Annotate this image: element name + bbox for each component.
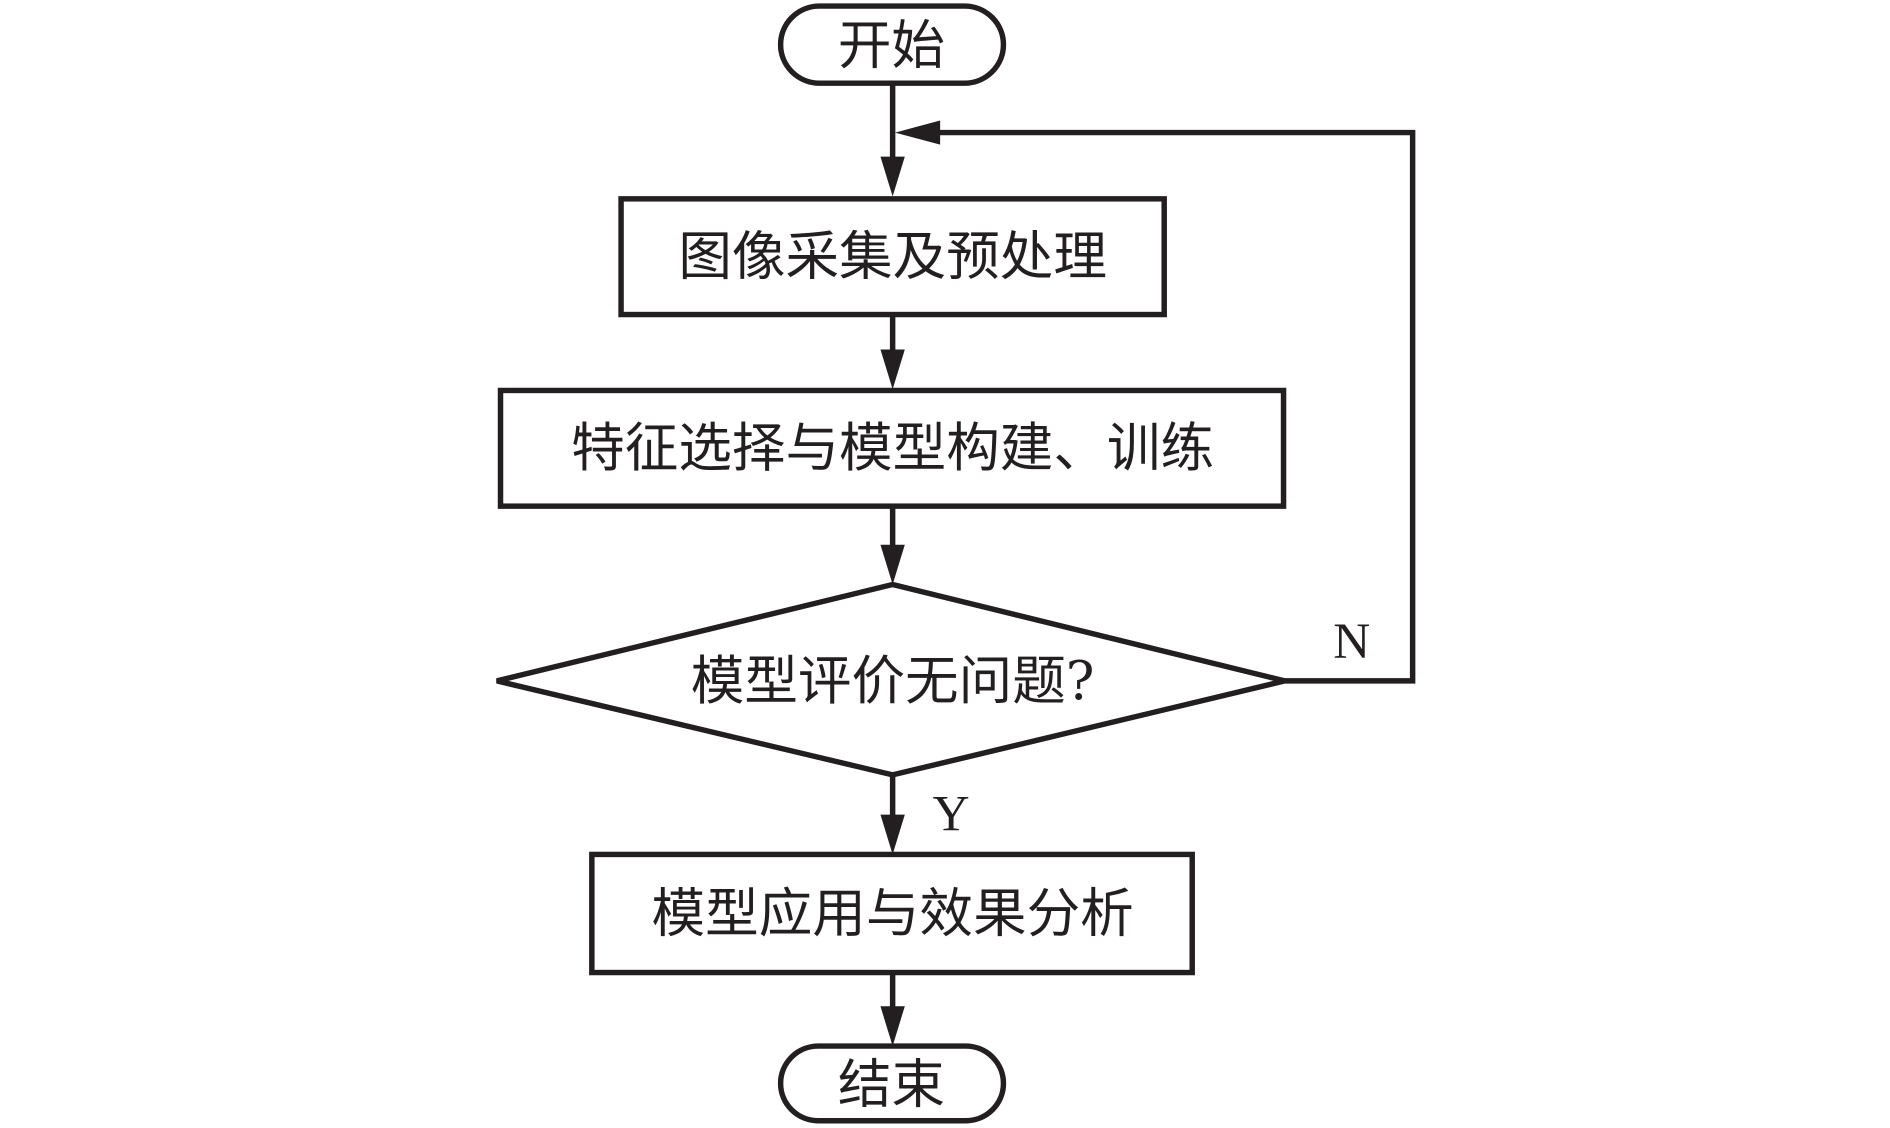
process-node-label: 特征选择与模型构建、训练 — [571, 417, 1214, 479]
arrowhead-icon — [880, 1006, 905, 1047]
edge-decision-yes: Y — [880, 774, 970, 855]
decision-node: 模型评价无问题? — [496, 581, 1286, 778]
process-node-feature-model: 特征选择与模型构建、训练 — [497, 387, 1287, 509]
process-node-label: 模型应用与效果分析 — [652, 883, 1134, 945]
arrowhead-icon — [880, 544, 905, 585]
arrowhead-icon — [880, 814, 905, 855]
edge-label-no: N — [1333, 614, 1370, 670]
end-node: 结束 — [777, 1043, 1007, 1124]
edge-label-yes: Y — [933, 787, 970, 843]
end-node-label: 结束 — [838, 1054, 945, 1116]
decision-node-label: 模型评价无问题? — [691, 650, 1095, 712]
edge-step3-to-end — [880, 972, 905, 1047]
start-node: 开始 — [777, 3, 1007, 86]
edge-decision-no-loop: N — [895, 120, 1416, 684]
edge-start-to-step1 — [880, 83, 905, 197]
process-node-image-acquisition: 图像采集及预处理 — [618, 196, 1167, 318]
process-node-label: 图像采集及预处理 — [678, 226, 1107, 288]
edge-step2-to-decision — [880, 506, 905, 585]
start-node-label: 开始 — [838, 15, 945, 77]
arrowhead-icon — [880, 156, 905, 197]
arrowhead-icon — [880, 349, 905, 390]
edge-step1-to-step2 — [880, 314, 905, 390]
process-node-application-analysis: 模型应用与效果分析 — [589, 851, 1195, 976]
arrowhead-icon — [895, 120, 941, 145]
